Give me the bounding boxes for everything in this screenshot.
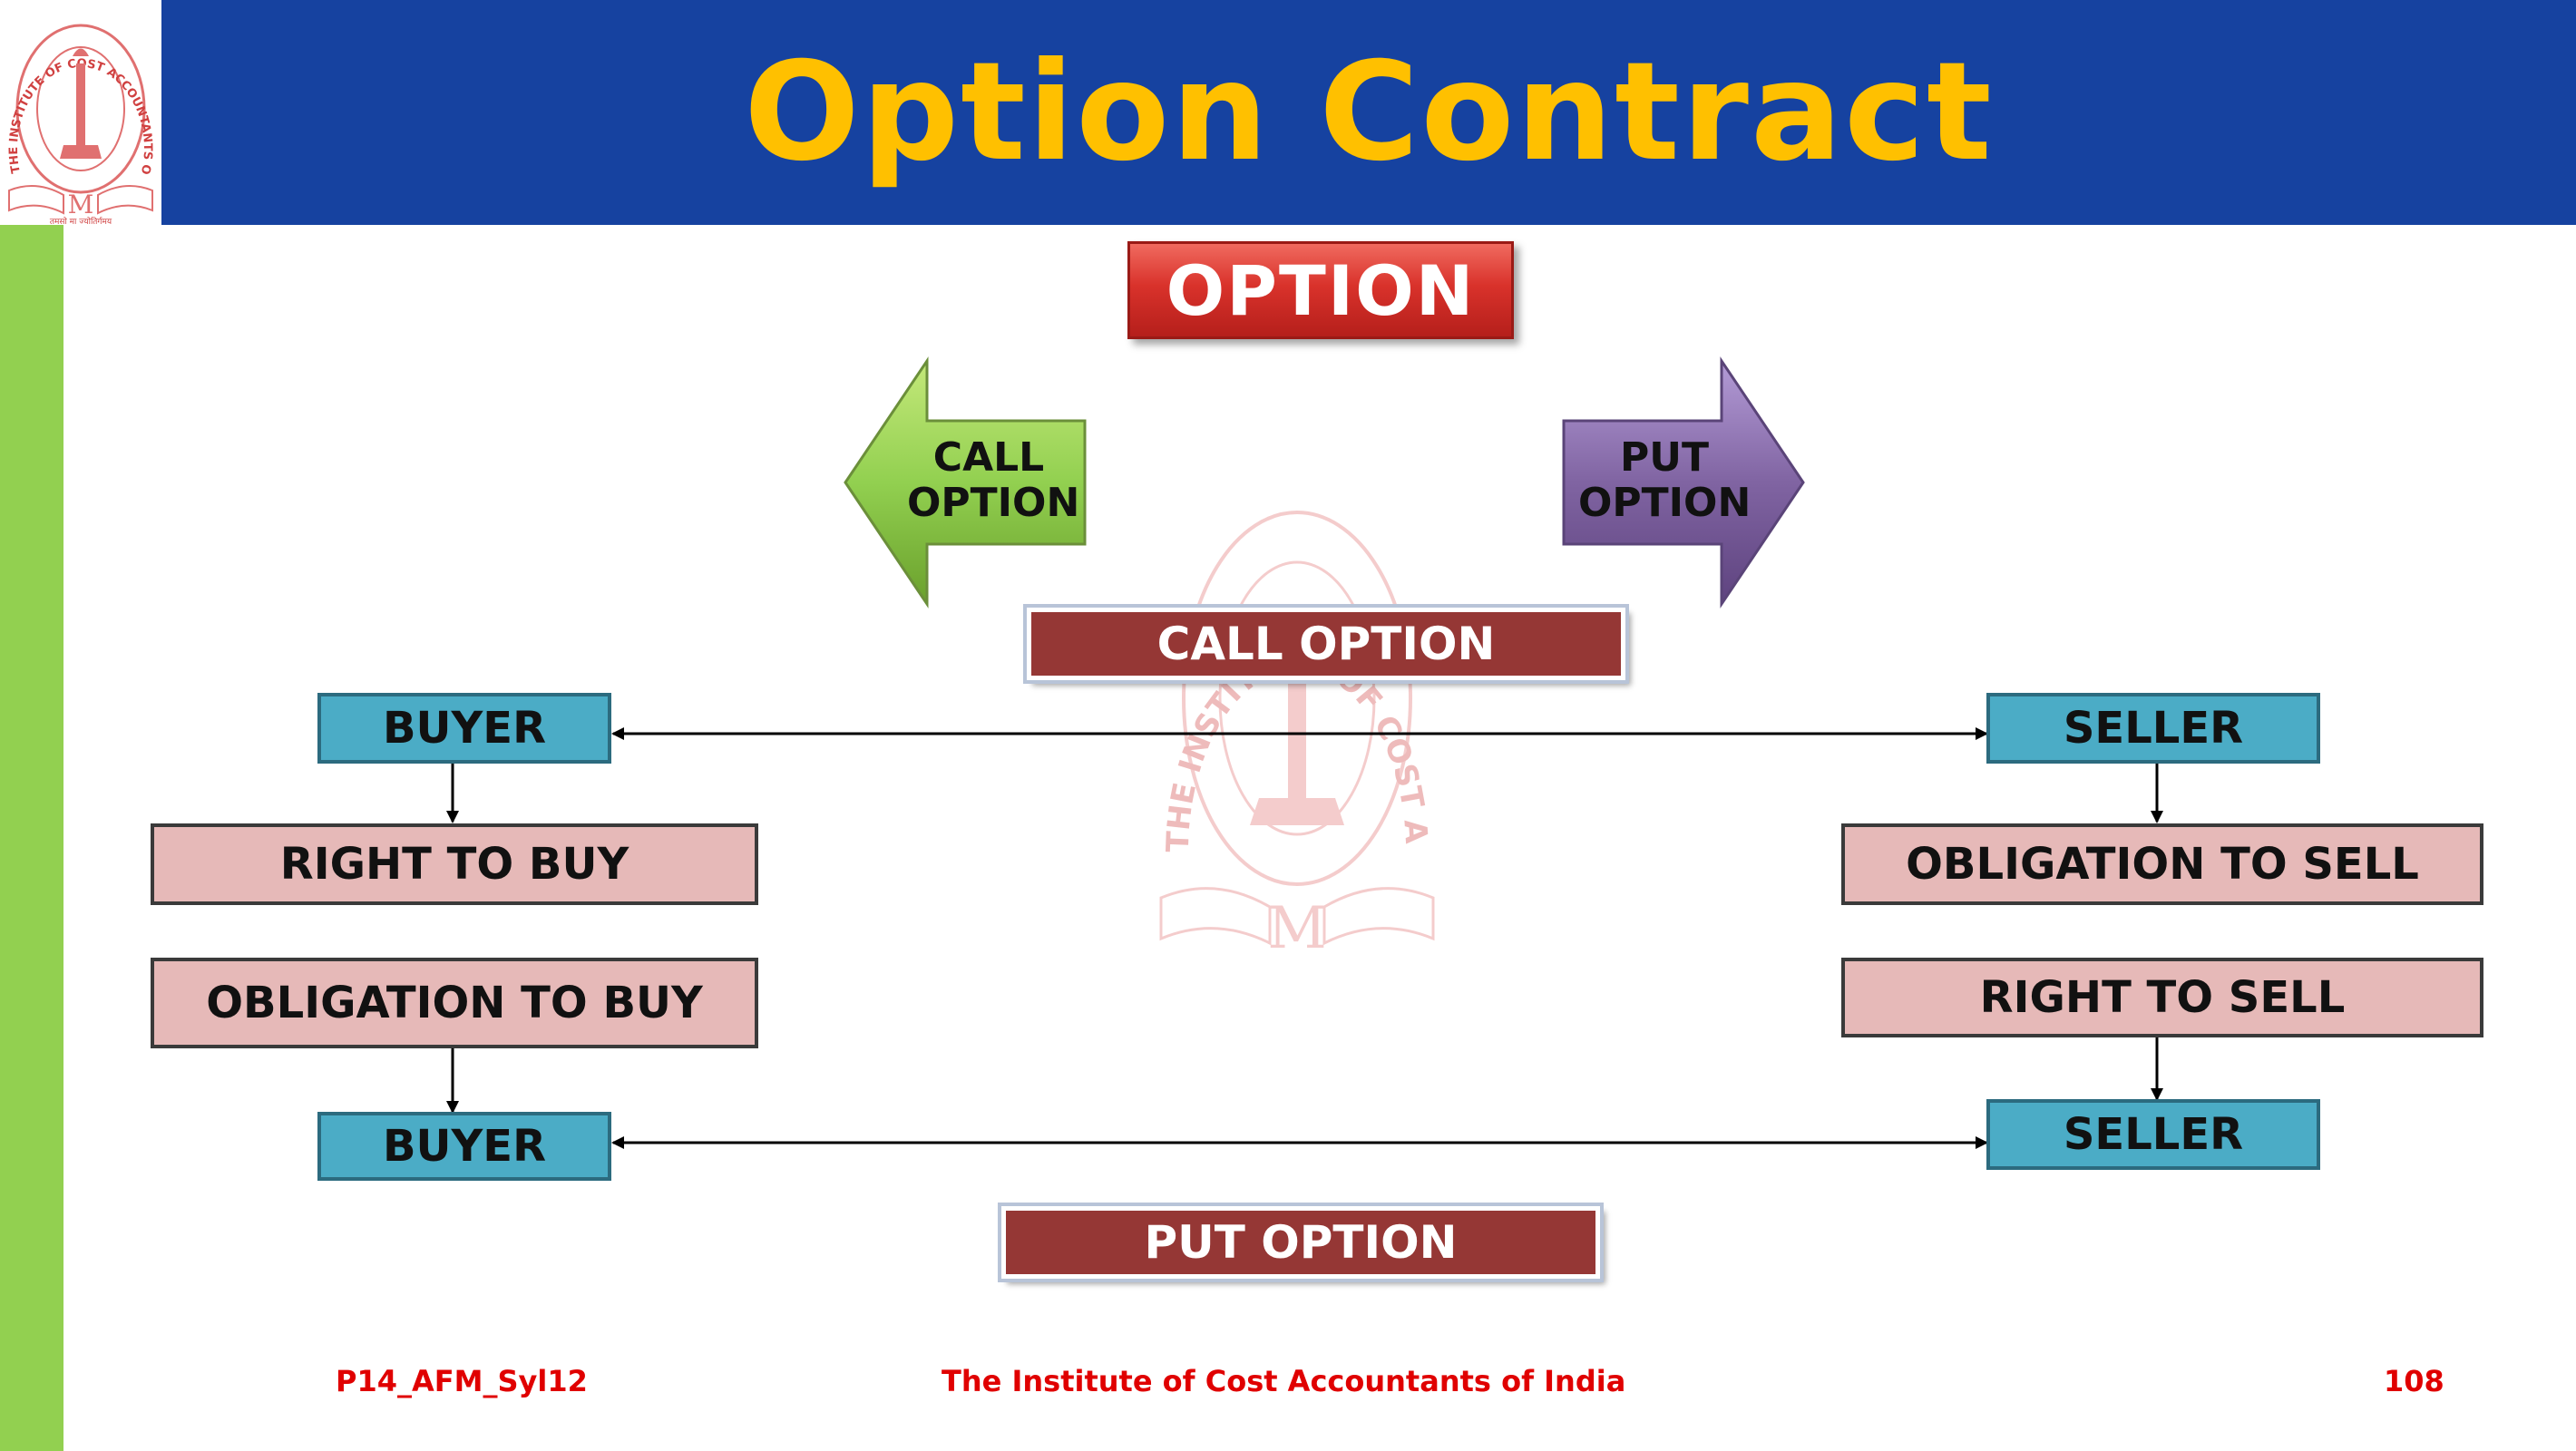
footer-institute-name: The Institute of Cost Accountants of Ind…: [942, 1364, 1626, 1398]
svg-text:M: M: [68, 190, 94, 219]
footer-course-code: P14_AFM_Syl12: [336, 1364, 588, 1398]
seller-top-box: SELLER: [1986, 693, 2320, 764]
right-to-buy-box: RIGHT TO BUY: [151, 823, 758, 905]
svg-text:तमसो मा ज्योतिर्गमय: तमसो मा ज्योतिर्गमय: [50, 216, 112, 225]
option-box: OPTION: [1127, 241, 1514, 339]
call-option-arrow-label: CALL OPTION: [907, 434, 1080, 526]
seller-bottom-box: SELLER: [1986, 1099, 2320, 1170]
right-to-sell-box: RIGHT TO SELL: [1841, 958, 2483, 1037]
buyer-bottom-box: BUYER: [317, 1112, 611, 1181]
institute-logo: THE INSTITUTE OF COST ACCOUNTANTS OF IND…: [0, 0, 161, 227]
call-option-arrow-icon: [844, 356, 1087, 609]
buyer-top-box: BUYER: [317, 693, 611, 764]
call-arrow-line2: OPTION: [907, 480, 1080, 526]
put-option-arrow-icon: [1562, 356, 1805, 609]
obligation-to-sell-box: OBLIGATION TO SELL: [1841, 823, 2483, 905]
institute-logo-icon: THE INSTITUTE OF COST ACCOUNTANTS OF IND…: [0, 0, 154, 227]
put-arrow-line2: OPTION: [1578, 480, 1751, 526]
put-option-arrow-label: PUT OPTION: [1578, 435, 1751, 526]
put-arrow-line1: PUT: [1620, 434, 1709, 481]
put-option-banner: PUT OPTION: [998, 1203, 1604, 1282]
svg-text:M: M: [1267, 895, 1327, 961]
call-arrow-line1: CALL: [932, 434, 1045, 481]
call-option-banner: CALL OPTION: [1023, 604, 1629, 684]
obligation-to-buy-box: OBLIGATION TO BUY: [151, 958, 758, 1048]
side-accent-bar: [0, 225, 63, 1451]
slide-title: Option Contract: [744, 34, 1994, 191]
title-banner: [161, 0, 2576, 225]
footer-page-number: 108: [2384, 1364, 2444, 1398]
